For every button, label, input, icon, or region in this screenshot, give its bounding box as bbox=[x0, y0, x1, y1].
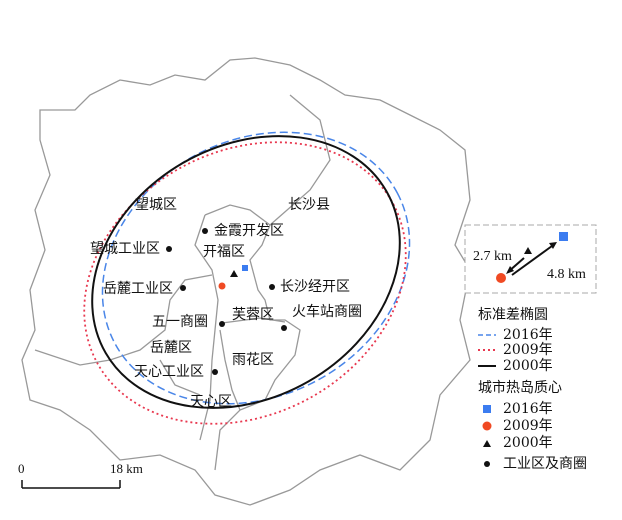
legend-item: 2016年 bbox=[503, 401, 553, 417]
map-shape bbox=[483, 405, 491, 413]
legend-item: 2000年 bbox=[503, 435, 553, 451]
centroid-2016 bbox=[242, 265, 248, 271]
point-label: 长沙经开区 bbox=[280, 279, 350, 295]
scale-start: 0 bbox=[18, 461, 25, 476]
boundaries bbox=[21, 57, 471, 506]
map-shape bbox=[484, 461, 490, 467]
ellipse-2000 bbox=[91, 135, 401, 409]
district-label: 岳麓区 bbox=[150, 340, 192, 356]
district-border bbox=[194, 214, 219, 441]
point-dot bbox=[281, 325, 287, 331]
district-label: 芙蓉区 bbox=[232, 307, 274, 323]
legend-item: 2016年 bbox=[503, 327, 553, 343]
point-dot bbox=[166, 246, 172, 252]
legend-symbols bbox=[478, 334, 496, 467]
inset-circle bbox=[496, 273, 506, 283]
district-label: 雨花区 bbox=[232, 352, 274, 368]
district-border bbox=[219, 329, 241, 411]
ellipse-2016 bbox=[101, 131, 411, 405]
point-dot bbox=[180, 285, 186, 291]
legend-item: 2009年 bbox=[503, 342, 553, 358]
inset-triangle bbox=[524, 247, 532, 254]
map-shape bbox=[511, 245, 553, 276]
district-border bbox=[221, 317, 286, 324]
map-shape bbox=[483, 440, 491, 447]
district-label: 开福区 bbox=[203, 244, 245, 260]
point-label: 五一商圈 bbox=[152, 314, 208, 330]
point-dot bbox=[202, 228, 208, 234]
map-shape bbox=[482, 421, 492, 431]
inset-square bbox=[559, 232, 568, 241]
point-dot bbox=[269, 284, 275, 290]
point-label: 火车站商圈 bbox=[292, 304, 362, 320]
inset-box bbox=[464, 224, 597, 294]
legend-centroid-title: 城市热岛质心 bbox=[478, 380, 562, 396]
point-label: 金霞开发区 bbox=[214, 223, 284, 239]
district-label: 望城区 bbox=[135, 197, 177, 213]
scale-end: 18 km bbox=[110, 461, 143, 476]
point-label: 岳麓工业区 bbox=[103, 281, 173, 297]
district-border bbox=[159, 359, 201, 396]
map-shape bbox=[464, 224, 597, 294]
point-dot bbox=[212, 369, 218, 375]
centroid-2009 bbox=[218, 282, 226, 290]
district-label: 天心区 bbox=[190, 394, 232, 410]
legend-item: 工业区及商圈 bbox=[503, 456, 587, 472]
district-label: 长沙县 bbox=[288, 197, 330, 213]
map-shape bbox=[549, 242, 557, 249]
scale-bar bbox=[21, 480, 121, 489]
legend-ellipse-title: 标准差椭圆 bbox=[478, 307, 548, 323]
point-dot bbox=[219, 321, 225, 327]
inset-distance-label: 4.8 km bbox=[547, 267, 586, 282]
point-label: 望城工业区 bbox=[90, 241, 160, 257]
centroid-2000 bbox=[230, 270, 238, 277]
inset-distance-label: 2.7 km bbox=[473, 249, 512, 264]
point-label: 天心工业区 bbox=[134, 364, 204, 380]
outer-boundary bbox=[21, 57, 471, 506]
district-border bbox=[269, 94, 331, 226]
map-shape bbox=[506, 266, 514, 274]
legend-item: 2000年 bbox=[503, 358, 553, 374]
legend-item: 2009年 bbox=[503, 418, 553, 434]
district-border bbox=[34, 274, 213, 366]
point-markers bbox=[166, 228, 287, 375]
